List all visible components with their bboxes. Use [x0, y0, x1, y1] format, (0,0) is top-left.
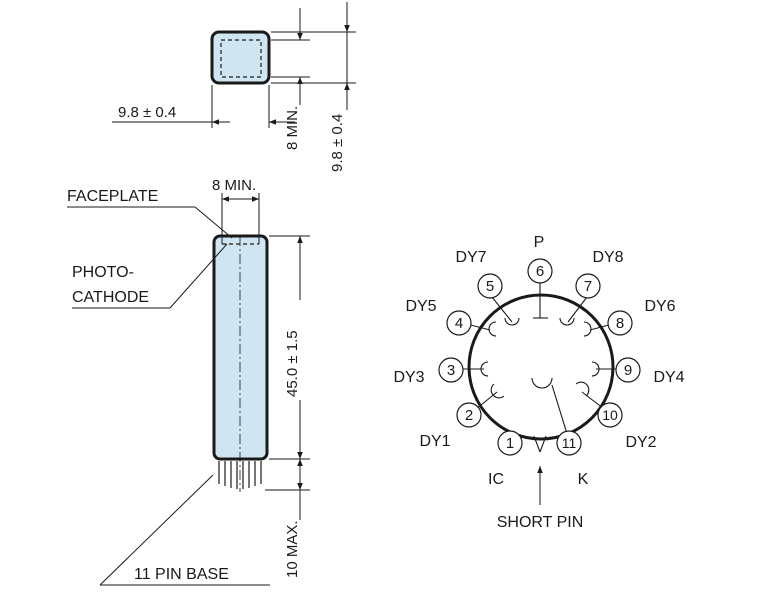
- top-view: 9.8 ± 0.4 8 MIN. 9.8 ± 0.4: [112, 2, 356, 172]
- pin-2: 2: [456, 402, 482, 428]
- pin-7-number: 7: [584, 278, 592, 295]
- pin-5-number: 5: [486, 278, 494, 295]
- pin-8-number: 8: [616, 315, 624, 332]
- pin-8: 8: [607, 310, 633, 336]
- pin-9: 9: [615, 357, 641, 383]
- pin-3-label: DY3: [393, 369, 424, 386]
- pin-8-label: DY6: [644, 298, 675, 315]
- faceplate-square: [210, 30, 271, 85]
- pin-1-label: IC: [488, 471, 504, 488]
- photocathode-label-line1: PHOTO-: [72, 264, 134, 281]
- short-pin-label: SHORT PIN: [497, 514, 584, 531]
- base-circle: [467, 293, 615, 441]
- pin-2-label: DY1: [419, 433, 450, 450]
- side-top-dim: 8 MIN.: [212, 177, 256, 194]
- pin-7: 7: [575, 273, 601, 299]
- pin-2-number: 2: [465, 407, 473, 424]
- side-pin-dim: 10 MAX.: [284, 520, 301, 578]
- pin-6-number: 6: [536, 263, 544, 280]
- pin-7-label: DY8: [592, 249, 623, 266]
- pin-10: 10: [597, 402, 623, 428]
- pin-3-number: 3: [447, 362, 455, 379]
- photocathode-label-line2: CATHODE: [72, 289, 149, 306]
- side-view: 8 MIN. FACEPLATE PHOTO- CATHODE 45.0 ± 1…: [67, 177, 310, 586]
- faceplate-label: FACEPLATE: [67, 188, 158, 205]
- pin-4: 4: [446, 310, 472, 336]
- base-label: 11 PIN BASE: [134, 566, 229, 583]
- pin-6: 6: [527, 258, 553, 284]
- pin-10-label: DY2: [625, 434, 656, 451]
- pin-5-label: DY7: [455, 249, 486, 266]
- pin-1: 1: [497, 430, 523, 456]
- pin-9-label: DY4: [653, 369, 684, 386]
- pin-11-number: 11: [562, 435, 577, 451]
- pin-10-number: 10: [602, 407, 618, 423]
- pin-9-number: 9: [624, 362, 632, 379]
- pin-4-number: 4: [455, 315, 463, 332]
- internal-leads: [452, 283, 627, 453]
- pin-4-label: DY5: [405, 298, 436, 315]
- faceplate-inner-square: [220, 39, 262, 78]
- pin-1-number: 1: [506, 435, 514, 452]
- top-width-dim: 9.8 ± 0.4: [118, 104, 176, 121]
- pin-11: 11: [556, 430, 582, 456]
- base-diagram: 1 2 3 4 5 6 7 8: [393, 234, 684, 531]
- side-length-dim: 45.0 ± 1.5: [284, 330, 301, 397]
- tube-body: [212, 234, 269, 461]
- base-pins: [218, 461, 262, 489]
- top-inner-dim: 8 MIN.: [284, 106, 301, 150]
- pin-5: 5: [477, 273, 503, 299]
- pin-3: 3: [438, 357, 464, 383]
- pin-11-label: K: [578, 471, 589, 488]
- top-height-dim: 9.8 ± 0.4: [329, 114, 346, 172]
- pin-6-label: P: [534, 234, 545, 251]
